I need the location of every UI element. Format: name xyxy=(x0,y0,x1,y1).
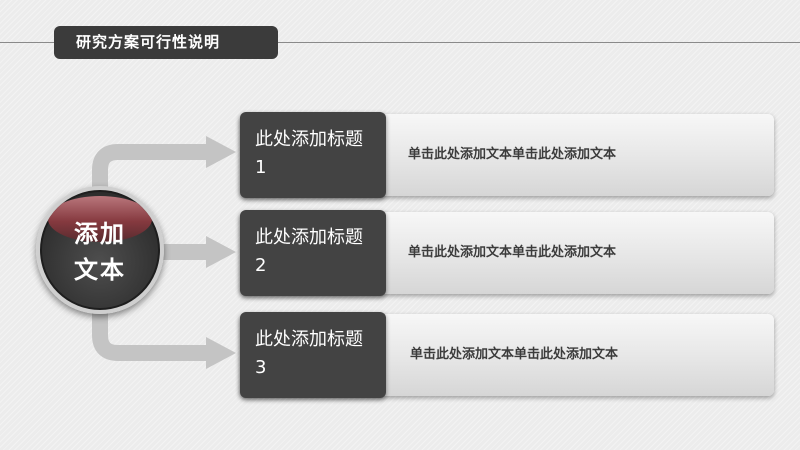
row-text-3[interactable]: 单击此处添加文本单击此处添加文本 xyxy=(410,347,619,362)
header-divider xyxy=(0,42,800,43)
row-2[interactable]: 此处添加标题 2 单击此处添加文本单击此处添加文本 xyxy=(240,210,774,296)
row-3[interactable]: 此处添加标题 3 单击此处添加文本单击此处添加文本 xyxy=(240,312,774,398)
center-line-1: 添加 xyxy=(74,220,126,248)
arrowhead-2 xyxy=(206,236,236,268)
row-title-box-1[interactable]: 此处添加标题 1 xyxy=(240,112,386,198)
row-number-3: 3 xyxy=(255,357,267,378)
row-number-2: 2 xyxy=(255,255,267,276)
row-title-1: 此处添加标题 xyxy=(255,129,363,150)
arrowhead-3 xyxy=(206,337,236,369)
center-badge[interactable]: 添加 文本 xyxy=(36,186,164,314)
center-line-2: 文本 xyxy=(74,256,126,284)
badge-gloss xyxy=(48,196,152,242)
row-title-box-2[interactable]: 此处添加标题 2 xyxy=(240,210,386,296)
row-title-box-3[interactable]: 此处添加标题 3 xyxy=(240,312,386,398)
center-text: 添加 文本 xyxy=(40,216,160,288)
row-1[interactable]: 此处添加标题 1 单击此处添加文本单击此处添加文本 xyxy=(240,112,774,198)
row-title-3: 此处添加标题 xyxy=(255,329,363,350)
arrowhead-1 xyxy=(206,136,236,168)
row-title-2: 此处添加标题 xyxy=(255,227,363,248)
page-title: 研究方案可行性说明 xyxy=(54,26,278,59)
row-text-1[interactable]: 单击此处添加文本单击此处添加文本 xyxy=(408,147,617,162)
connector-branch-3 xyxy=(92,300,208,361)
connector-branch-1 xyxy=(92,144,208,200)
row-text-2[interactable]: 单击此处添加文本单击此处添加文本 xyxy=(408,245,617,260)
row-number-1: 1 xyxy=(255,157,267,178)
